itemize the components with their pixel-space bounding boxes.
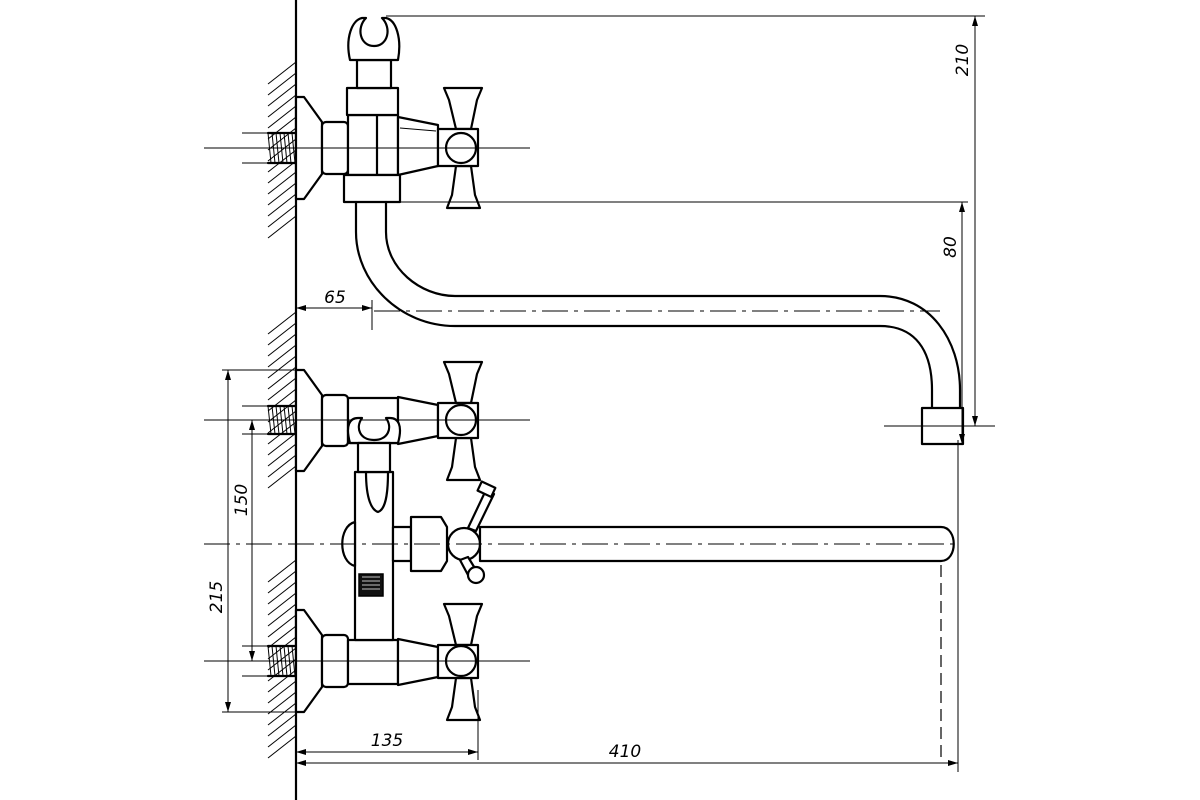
wall [267, 0, 298, 800]
dim-150-label: 150 [232, 484, 252, 516]
hatch-stroke [267, 72, 297, 96]
hatch-stroke [267, 160, 297, 184]
hatch-stroke [267, 333, 297, 357]
hatch-stroke [267, 193, 297, 217]
dim-215-label: 215 [207, 581, 227, 613]
upper-valve-cone [396, 115, 440, 177]
hatch-stroke [267, 127, 297, 151]
bottom-handle-bottom-lever [445, 676, 482, 722]
hatch-stroke [267, 344, 297, 368]
mixer-vertical-body [353, 470, 395, 642]
hatch-stroke [267, 454, 297, 478]
diverter-lever-ball [466, 565, 486, 585]
hatch-stroke [267, 182, 297, 206]
mid-handle-top-lever [442, 360, 484, 405]
hatch-stroke [267, 647, 297, 671]
hatch-stroke [267, 443, 297, 467]
hatch-stroke [267, 614, 297, 638]
hatch-stroke [267, 83, 297, 107]
hatch-stroke [267, 735, 297, 759]
dim-135-label: 135 [371, 731, 403, 751]
gooseneck-spout [354, 200, 995, 446]
hose-connector-curve [364, 470, 390, 514]
hatch-stroke [267, 171, 297, 195]
hatch-stroke [267, 366, 297, 390]
hatch-stroke [267, 592, 297, 616]
diverter-lever-tip [476, 480, 497, 499]
shower-holder-stem [355, 58, 393, 90]
dim-65-label: 65 [324, 288, 346, 308]
hatch-stroke [267, 105, 297, 129]
mid-cross-handle [436, 360, 484, 482]
hatch-stroke [267, 432, 297, 456]
bottom-body [346, 638, 400, 686]
hatch-stroke [267, 94, 297, 118]
dim-80-label: 80 [941, 236, 961, 258]
upper-spout-collar [342, 173, 402, 204]
hatch-stroke [267, 322, 297, 346]
bottom-handle-top-lever [442, 602, 484, 647]
bottom-cross-handle [436, 602, 484, 722]
hatch-stroke [267, 399, 297, 423]
upper-handle-top-lever [442, 86, 484, 131]
hatch-stroke [267, 149, 297, 173]
wall-hatch-upper [267, 61, 297, 239]
upper-top-collar [345, 86, 400, 117]
hatch-stroke [267, 691, 297, 715]
upper-faucet [204, 16, 530, 210]
mid-holder-fork [346, 416, 402, 445]
bottom-valve-cone [396, 637, 440, 687]
wall-hatch-middle [267, 311, 297, 489]
gooseneck-outer-wall [354, 200, 934, 410]
hatch-stroke [267, 355, 297, 379]
gooseneck-inner-wall [384, 200, 962, 410]
diverter-switch [391, 480, 497, 585]
hatch-stroke [267, 713, 297, 737]
hatch-stroke [267, 603, 297, 627]
upper-body [346, 113, 400, 177]
hatch-stroke [267, 215, 297, 239]
dim-210-label: 210 [953, 44, 973, 76]
hatch-stroke [267, 724, 297, 748]
mid-handle-bottom-lever [445, 436, 482, 482]
hatch-stroke [267, 204, 297, 228]
hatch-stroke [267, 465, 297, 489]
hatch-stroke [267, 669, 297, 693]
dim-410-label: 410 [609, 742, 641, 762]
hatch-stroke [267, 311, 297, 335]
mid-holder-stem [356, 441, 392, 474]
hatch-stroke [267, 61, 297, 85]
dimensions: 210 80 65 150 215 135 410 [207, 15, 985, 772]
hatch-stroke [267, 377, 297, 401]
hatch-stroke [267, 581, 297, 605]
hatch-stroke [267, 702, 297, 726]
hatch-stroke [267, 570, 297, 594]
hatch-stroke [267, 388, 297, 412]
wall-hatch-lower [267, 559, 297, 759]
hatch-stroke [267, 625, 297, 649]
hatch-stroke [267, 680, 297, 704]
lower-mixer [204, 360, 960, 760]
diverter-lever-top [466, 488, 496, 533]
shower-holder-fork [347, 16, 401, 62]
hatch-stroke [267, 559, 297, 583]
